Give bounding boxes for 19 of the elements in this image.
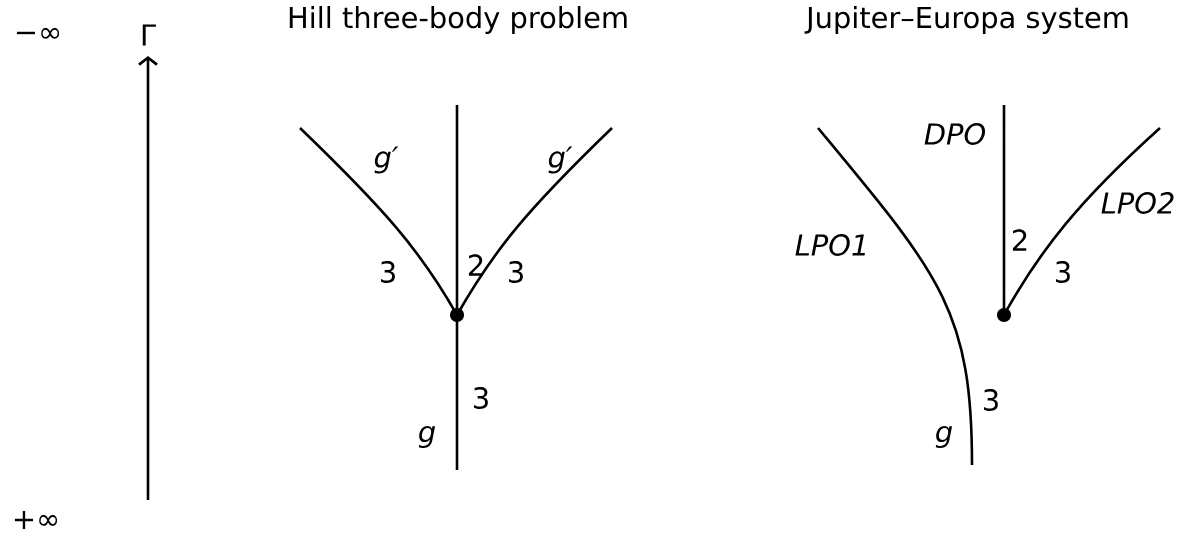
multiplicity-number: 3 bbox=[1056, 261, 1070, 283]
multiplicity-number: 3 bbox=[509, 261, 523, 283]
branch-label: g′ bbox=[374, 146, 399, 174]
branch-label: LPO1 bbox=[795, 234, 865, 256]
panel-title: Jupiter–Europa system bbox=[804, 6, 1128, 34]
branch-label: g bbox=[418, 425, 436, 449]
multiplicity-number: 3 bbox=[381, 261, 395, 283]
axis-end-label: +∞ bbox=[14, 510, 58, 530]
panel-title: Hill three-body problem bbox=[289, 6, 627, 34]
axis-symbol: Γ bbox=[142, 24, 156, 46]
branch-label: g bbox=[935, 425, 953, 449]
multiplicity-number: 2 bbox=[1012, 229, 1027, 251]
multiplicity-number: 3 bbox=[474, 387, 488, 409]
axis-end-label: −∞ bbox=[16, 27, 60, 39]
branch-label: g′ bbox=[548, 146, 573, 174]
multiplicity-number: 2 bbox=[468, 254, 483, 276]
branch-label: LPO2 bbox=[1101, 192, 1174, 214]
multiplicity-number: 3 bbox=[984, 389, 998, 411]
branch-label: DPO bbox=[924, 123, 986, 145]
